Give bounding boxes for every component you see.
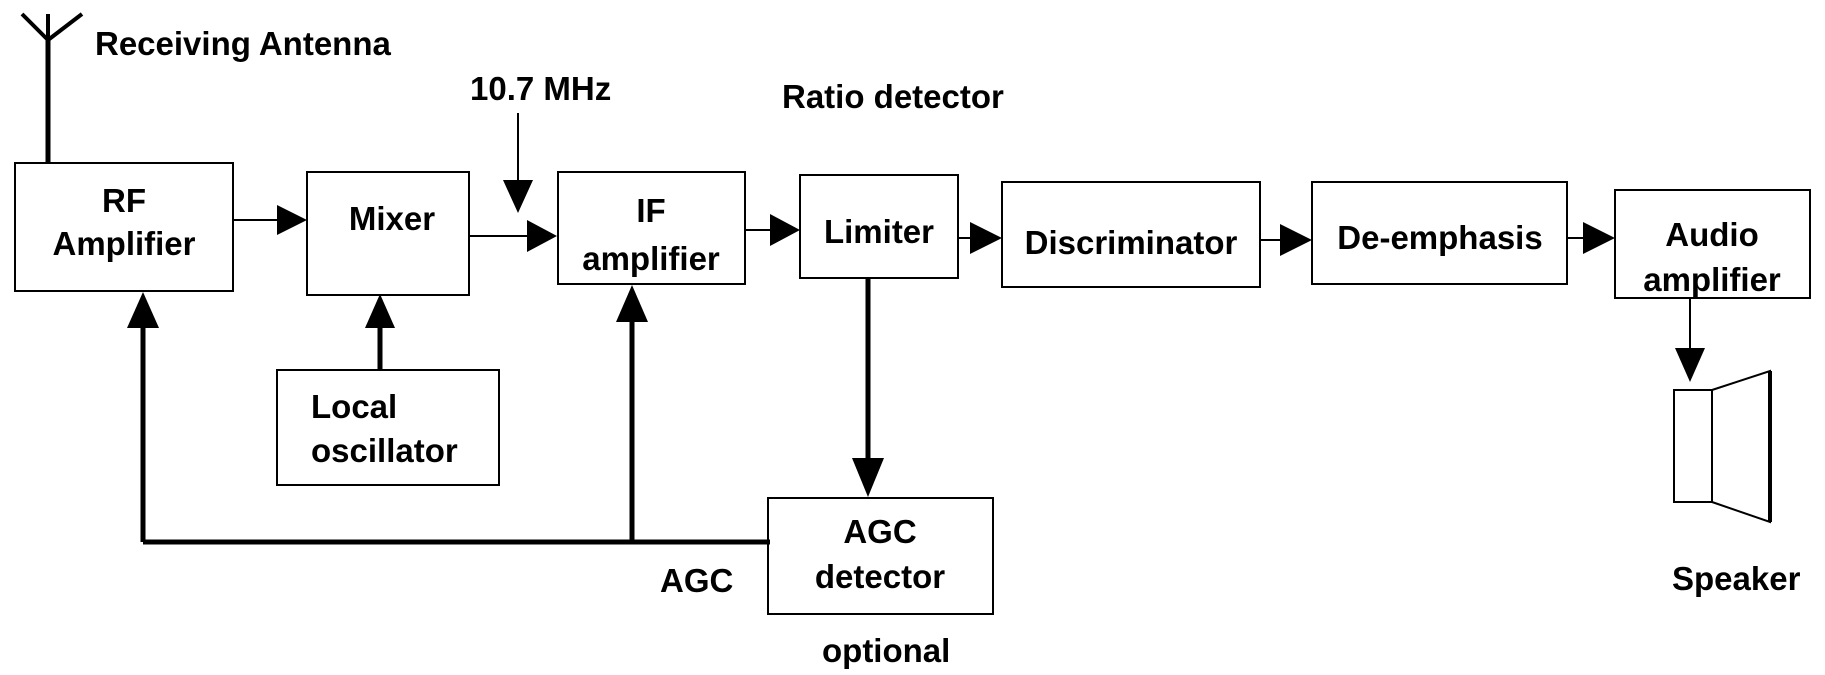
mixer-label: Mixer bbox=[349, 200, 435, 237]
optional-label: optional bbox=[822, 632, 950, 669]
if-frequency-label: 10.7 MHz bbox=[470, 70, 611, 107]
if-amplifier-block: IF amplifier bbox=[557, 171, 746, 285]
agc-detector-block: AGC detector bbox=[767, 497, 994, 615]
connector-de-emphasis-to-audio bbox=[1567, 222, 1615, 254]
audio-amplifier-line-1: Audio bbox=[1665, 216, 1758, 253]
rf-amplifier-line-2: Amplifier bbox=[52, 225, 195, 262]
connector-audio-to-speaker bbox=[1675, 298, 1705, 382]
local-oscillator-block: Local oscillator bbox=[276, 369, 500, 486]
limiter-label: Limiter bbox=[824, 213, 934, 250]
discriminator-block: Discriminator bbox=[1001, 181, 1261, 288]
if-amplifier-line-1: IF bbox=[636, 192, 665, 229]
connector-discriminator-to-de-emphasis bbox=[1260, 224, 1312, 256]
de-emphasis-label: De-emphasis bbox=[1337, 219, 1542, 256]
connector-mixer-to-if bbox=[469, 220, 557, 252]
speaker-label: Speaker bbox=[1672, 560, 1801, 597]
connector-if-frequency-input bbox=[503, 113, 533, 213]
agc-feedback-line bbox=[127, 285, 770, 545]
speaker-icon bbox=[1673, 369, 1772, 524]
limiter-block: Limiter bbox=[799, 174, 959, 279]
rf-amplifier-block: RF Amplifier bbox=[14, 162, 234, 292]
receiving-antenna-label: Receiving Antenna bbox=[95, 25, 391, 62]
agc-label: AGC bbox=[660, 562, 733, 599]
audio-amplifier-block: Audio amplifier bbox=[1614, 189, 1811, 299]
connector-oscillator-to-mixer bbox=[365, 294, 395, 370]
connector-if-to-limiter bbox=[745, 214, 800, 246]
discriminator-label: Discriminator bbox=[1025, 224, 1238, 261]
antenna-icon bbox=[20, 12, 84, 163]
if-amplifier-line-2: amplifier bbox=[582, 240, 720, 277]
connector-rf-to-mixer bbox=[233, 205, 307, 235]
ratio-detector-label: Ratio detector bbox=[782, 78, 1004, 115]
connector-limiter-to-agc-detector bbox=[852, 278, 884, 497]
agc-detector-line-2: detector bbox=[815, 558, 945, 595]
de-emphasis-block: De-emphasis bbox=[1311, 181, 1568, 285]
connector-limiter-to-discriminator bbox=[958, 222, 1002, 254]
agc-detector-line-1: AGC bbox=[843, 513, 916, 550]
audio-amplifier-line-2: amplifier bbox=[1643, 261, 1781, 298]
rf-amplifier-line-1: RF bbox=[102, 182, 146, 219]
mixer-block: Mixer bbox=[306, 171, 470, 296]
local-oscillator-line-1: Local bbox=[311, 388, 397, 425]
local-oscillator-line-2: oscillator bbox=[311, 432, 458, 469]
